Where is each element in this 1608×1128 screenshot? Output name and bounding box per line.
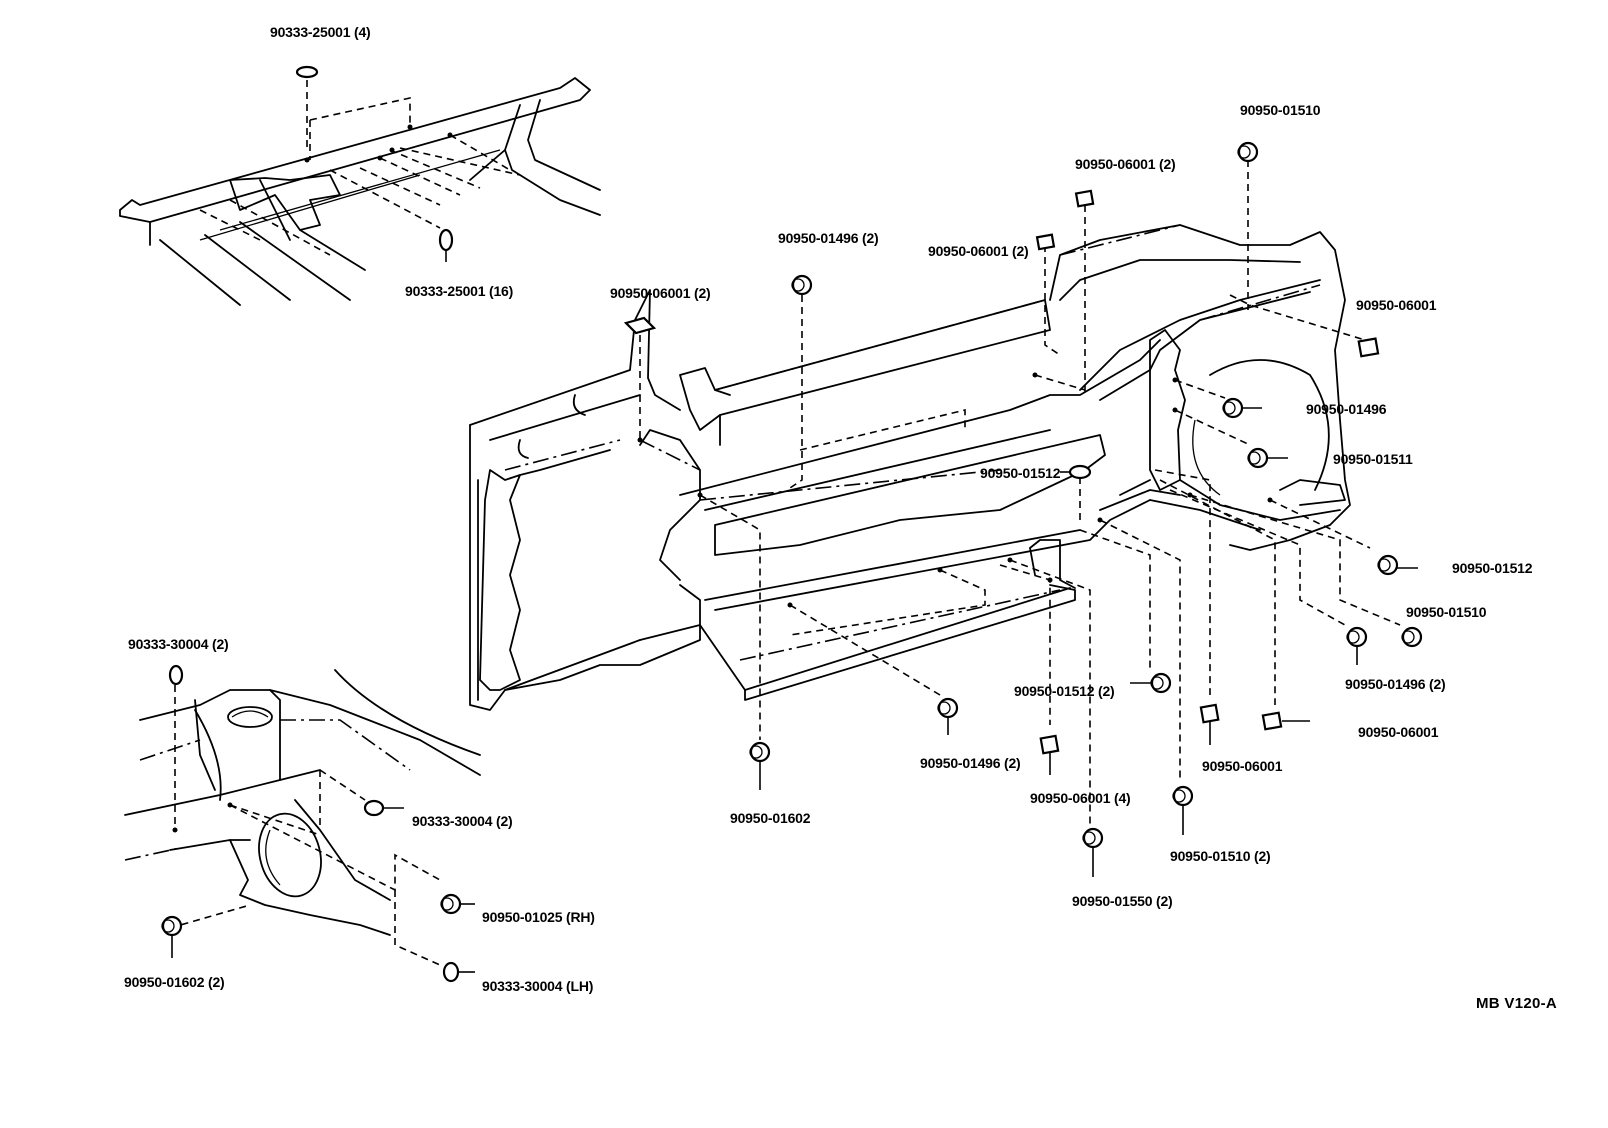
hole-plug-icon <box>1222 397 1244 419</box>
part-label: 90950-01550 (2) <box>1072 893 1173 909</box>
grommet-part-icon <box>295 65 319 79</box>
hole-plug-icon <box>161 915 183 937</box>
part-label: 90950-06001 (2) <box>1075 156 1176 172</box>
part-label: 90333-25001 (16) <box>405 283 514 299</box>
hole-plug-icon <box>1068 464 1092 480</box>
hole-plug-icon <box>1082 827 1104 849</box>
part-label: 90950-06001 (2) <box>928 243 1029 259</box>
hole-plug-icon <box>1247 447 1269 469</box>
figure-code: MB V120-A <box>1476 995 1558 1012</box>
grommet-part-icon <box>168 664 184 686</box>
hole-plug-icon <box>937 697 959 719</box>
part-label: 90950-01496 (2) <box>778 230 879 246</box>
floor-panel-drawing <box>119 65 601 306</box>
sealer-pad-icon <box>1261 711 1283 731</box>
part-label: 90950-01510 (2) <box>1170 848 1271 864</box>
hole-plug-icon <box>1172 785 1194 807</box>
hole-plug-icon <box>1346 626 1368 648</box>
part-label: 90950-01602 (2) <box>124 974 225 990</box>
part-label: 90950-01512 <box>1452 560 1533 576</box>
part-label: 90950-06001 <box>1356 297 1437 313</box>
sealer-pad-icon <box>1074 189 1095 208</box>
hole-plug-icon <box>1401 626 1423 648</box>
grommet-part-icon <box>442 961 460 983</box>
sealer-pad-icon <box>623 316 657 335</box>
part-label: 90950-01496 (2) <box>1345 676 1446 692</box>
part-label: 90333-30004 (2) <box>412 813 513 829</box>
dash-panel-drawing <box>469 141 1423 877</box>
part-label: 90333-30004 (2) <box>128 636 229 652</box>
part-label: 90950-01511 <box>1333 451 1413 467</box>
hole-plug-icon <box>749 741 771 763</box>
part-label: 90950-01510 <box>1240 102 1321 118</box>
part-label: 90950-01025 (RH) <box>482 909 595 925</box>
sealer-pad-icon <box>1035 233 1056 251</box>
part-label: 90950-06001 (2) <box>610 285 711 301</box>
part-label: 90950-01512 <box>980 465 1061 481</box>
part-label: 90950-06001 <box>1358 724 1439 740</box>
hole-plug-icon <box>1377 554 1399 576</box>
hole-plug-icon <box>1150 672 1172 694</box>
hole-plug-icon <box>1237 141 1259 163</box>
sealer-pad-icon <box>1357 337 1380 358</box>
side-member-drawing <box>124 664 481 983</box>
part-label: 90950-01512 (2) <box>1014 683 1115 699</box>
part-label: 90950-01496 (2) <box>920 755 1021 771</box>
hole-plug-icon <box>440 893 462 915</box>
part-label: 90950-01510 <box>1406 604 1487 620</box>
part-label: 90950-01602 <box>730 810 811 826</box>
part-label: 90950-06001 <box>1202 758 1283 774</box>
sealer-pad-icon <box>1199 703 1220 724</box>
part-label: 90333-25001 (4) <box>270 24 371 40</box>
sealer-pad-icon <box>1039 734 1060 755</box>
grommet-part-icon <box>363 799 385 817</box>
part-label: 90950-01496 <box>1306 401 1387 417</box>
part-label: 90333-30004 (LH) <box>482 978 594 994</box>
part-label: 90950-06001 (4) <box>1030 790 1131 806</box>
hole-plug-icon <box>791 274 813 296</box>
grommet-part-icon <box>438 228 454 252</box>
